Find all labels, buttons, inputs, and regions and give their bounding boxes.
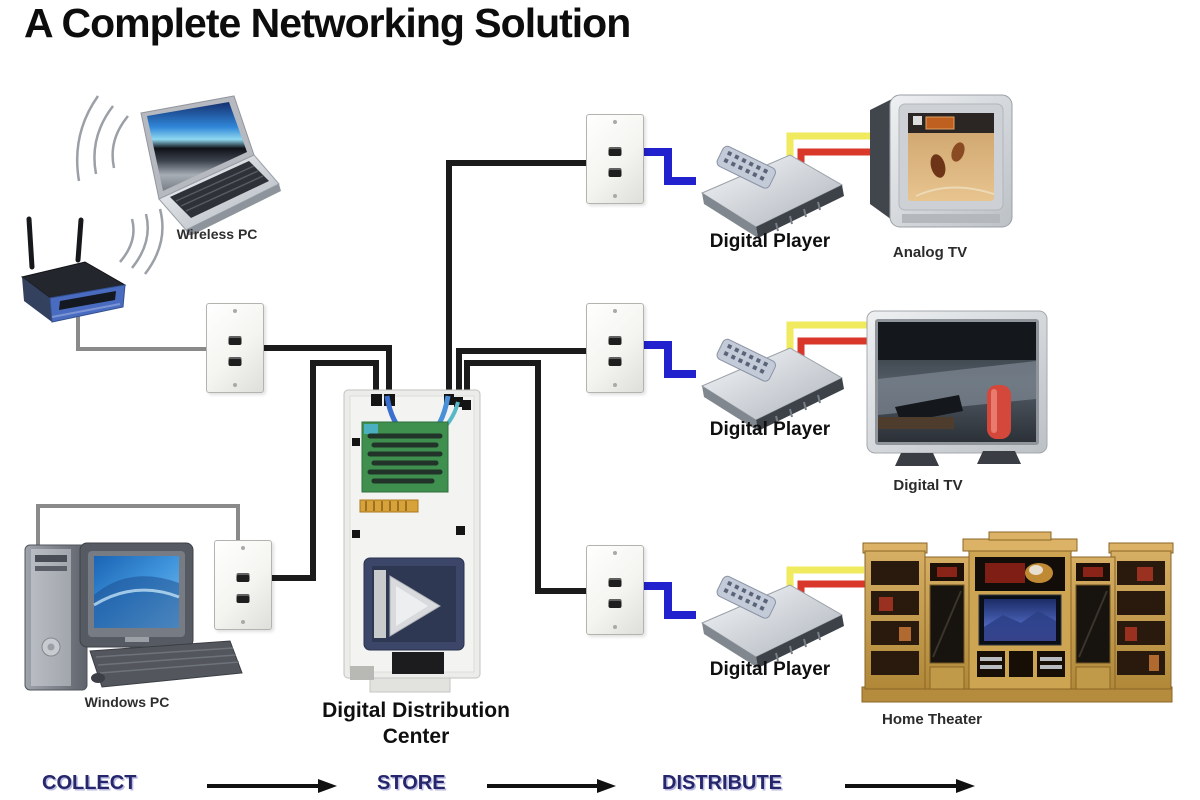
wall-jack-router	[206, 303, 264, 393]
label-digital-player-3: Digital Player	[709, 659, 831, 680]
distribution-center-icon	[343, 389, 481, 693]
wall-jack-row3	[586, 545, 644, 635]
step-collect: COLLECT	[42, 772, 137, 794]
remote-control	[716, 145, 776, 189]
digital-player-icon	[700, 145, 844, 238]
wifi-waves-router-icon	[119, 208, 164, 275]
jack-port	[236, 572, 250, 582]
wall-jack-pc	[214, 540, 272, 630]
screw	[241, 546, 245, 551]
screw	[613, 193, 617, 198]
crt-tv-icon	[870, 94, 1013, 228]
arrow-heads	[318, 779, 975, 793]
remote-control	[716, 338, 776, 382]
step-distribute: DISTRIBUTE	[662, 772, 782, 794]
label-digital-tv: Digital TV	[893, 477, 963, 494]
cable-pcjack-to-ddc	[266, 360, 379, 581]
flat-panel-tv-icon	[866, 310, 1048, 466]
label-ddc: Digital Distribution Center	[322, 699, 510, 749]
screw	[233, 382, 237, 387]
step-store: STORE	[377, 772, 446, 794]
router-icon	[20, 216, 127, 323]
cable-ddc-to-jack-row2	[456, 348, 587, 402]
label-analog-tv: Analog TV	[892, 244, 968, 261]
digital-player-icon	[700, 338, 844, 431]
screw	[613, 551, 617, 556]
coax-blue-row1	[644, 148, 696, 185]
cable-jack-to-ddc-top	[262, 345, 392, 400]
jack-port	[608, 167, 622, 177]
tv-screen	[908, 113, 994, 201]
coax-blue-row3	[644, 582, 696, 619]
screw	[613, 120, 617, 125]
cable-router-to-jack	[76, 316, 207, 351]
screw	[613, 309, 617, 314]
laptop-icon	[140, 95, 281, 235]
jack-port	[608, 577, 622, 587]
cable-ddc-to-jack-row1	[446, 160, 587, 402]
jack-port	[608, 146, 622, 156]
screw	[241, 619, 245, 624]
home-theater-icon	[861, 531, 1174, 703]
jack-port	[608, 335, 622, 345]
cable-ddc-to-jack-row3	[464, 360, 587, 594]
wifi-waves-laptop-icon	[75, 95, 129, 182]
label-wireless-pc: Wireless PC	[176, 226, 258, 242]
label-home-theater: Home Theater	[881, 711, 983, 728]
jack-port	[608, 598, 622, 608]
coax-blue-row2	[644, 341, 696, 378]
jack-port	[228, 335, 242, 345]
desktop-pc-icon	[24, 542, 243, 691]
label-windows-pc: Windows PC	[84, 694, 170, 710]
wall-jack-row2	[586, 303, 644, 393]
jack-port	[228, 356, 242, 366]
screw	[613, 624, 617, 629]
wall-jack-row1	[586, 114, 644, 204]
label-digital-player-1: Digital Player	[709, 231, 831, 252]
remote-control	[716, 575, 776, 619]
screw	[613, 382, 617, 387]
jack-port	[236, 593, 250, 603]
label-digital-player-2: Digital Player	[709, 419, 831, 440]
cable-pc-to-jack	[36, 504, 240, 552]
page-title: A Complete Networking Solution	[24, 0, 631, 46]
digital-player-icon	[700, 575, 844, 668]
screw	[233, 309, 237, 314]
jack-port	[608, 356, 622, 366]
